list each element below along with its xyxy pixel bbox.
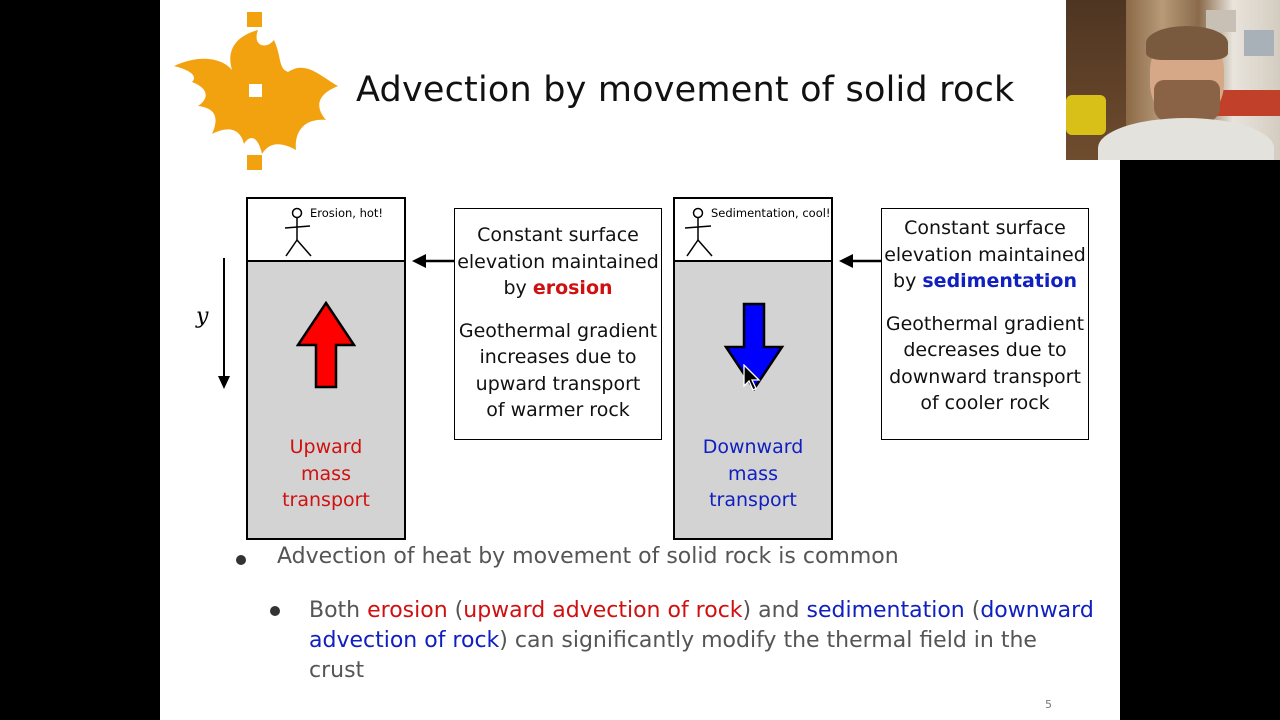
- depth-axis-arrow: [218, 258, 230, 389]
- page-number: 5: [1045, 698, 1052, 711]
- erosion-explanation-box: Constant surface elevation maintained by…: [454, 208, 662, 440]
- arrow-down-icon: [723, 302, 785, 391]
- webcam-poster: [1206, 10, 1236, 32]
- sedimentation-explanation-box: Constant surface elevation maintained by…: [881, 208, 1089, 440]
- rock-column-erosion: [246, 260, 406, 540]
- webcam-red-shelf: [1216, 90, 1280, 116]
- left-pointer-arrow-1: [412, 254, 456, 268]
- university-flame-logo: [174, 12, 338, 170]
- webcam-yellow-object: [1066, 95, 1106, 135]
- stick-figure-icon: [684, 207, 713, 257]
- webcam-poster: [1244, 30, 1274, 56]
- downward-mass-transport-label: Downward mass transport: [702, 436, 804, 511]
- webcam-shirt: [1098, 118, 1274, 160]
- presenter-webcam: [1066, 0, 1280, 160]
- bullet-dot: [270, 606, 280, 616]
- mouse-cursor-icon: [743, 364, 761, 391]
- stick-figure-icon: [284, 207, 312, 257]
- depth-axis-label: y: [196, 304, 209, 329]
- left-pointer-arrow-2: [839, 254, 883, 268]
- webcam-hair: [1146, 26, 1228, 60]
- erosion-surface-label: Erosion, hot!: [310, 206, 384, 220]
- upward-mass-transport-label: Upward mass transport: [282, 436, 370, 511]
- bullet-2-text: Both erosion (upward advection of rock) …: [309, 598, 1094, 683]
- surface-box-erosion: [246, 197, 406, 262]
- bullet-dot: [236, 555, 246, 565]
- sedimentation-surface-label: Sedimentation, cool!: [711, 206, 831, 220]
- slide: Advection by movement of solid rock Eros…: [160, 0, 1120, 720]
- bullet-1-text: Advection of heat by movement of solid r…: [277, 544, 899, 569]
- slide-title: Advection by movement of solid rock: [356, 70, 1015, 110]
- arrow-up-icon: [296, 301, 356, 389]
- surface-box-sedimentation: [673, 197, 833, 262]
